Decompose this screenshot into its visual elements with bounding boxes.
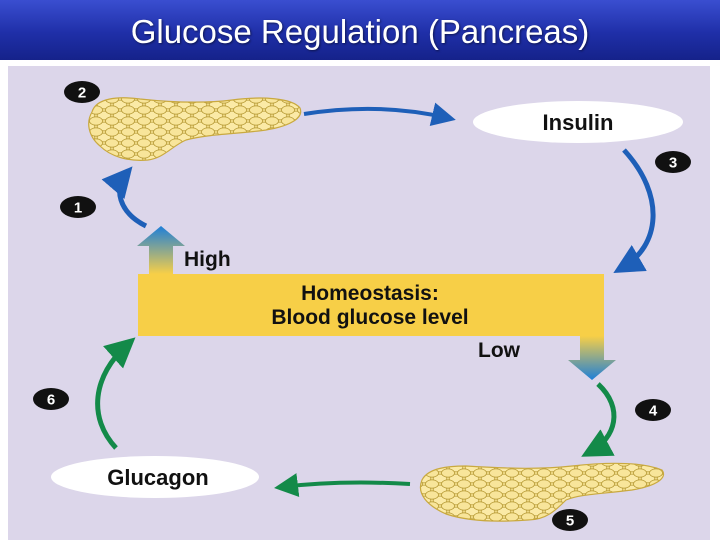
insulin-label: Insulin (543, 110, 614, 135)
svg-text:3: 3 (669, 155, 677, 172)
svg-text:5: 5 (566, 513, 574, 530)
homeostasis-box (138, 274, 604, 336)
glucagon-oval (51, 456, 259, 498)
low-down-arrow (568, 336, 616, 380)
insulin-oval (473, 101, 683, 143)
step-badge-2: 2 (64, 81, 100, 103)
svg-text:4: 4 (649, 403, 658, 420)
svg-text:2: 2 (78, 85, 86, 102)
homeostasis-title: Homeostasis: (301, 282, 439, 305)
step-badge-4: 4 (635, 399, 671, 421)
step-badge-1: 1 (60, 196, 96, 218)
step-badge-6: 6 (33, 388, 69, 410)
step-badge-3: 3 (655, 151, 691, 173)
glucagon-label: Glucagon (107, 465, 208, 490)
arrow-glucagon-to-homeostasis (95, 337, 136, 450)
arrow-pancreas-to-insulin (303, 102, 456, 127)
arrow-insulin-to-homeostasis (613, 148, 656, 274)
high-up-arrow (137, 226, 185, 274)
svg-text:6: 6 (47, 392, 55, 409)
blood-glucose-level-label: Blood glucose level (271, 306, 468, 329)
high-label: High (184, 248, 231, 271)
slide-title: Glucose Regulation (Pancreas) (130, 13, 590, 50)
low-label: Low (478, 339, 521, 362)
pancreas-top-illustration (88, 97, 302, 161)
arrow-high-to-pancreas (101, 166, 148, 229)
arrow-low-to-pancreas (581, 382, 617, 457)
title-bar: Glucose Regulation (Pancreas) (0, 0, 720, 60)
arrow-pancreas-to-glucagon (274, 473, 411, 497)
step-badge-5: 5 (552, 509, 588, 531)
svg-text:1: 1 (74, 200, 82, 217)
pancreas-bottom-illustration (419, 462, 665, 522)
